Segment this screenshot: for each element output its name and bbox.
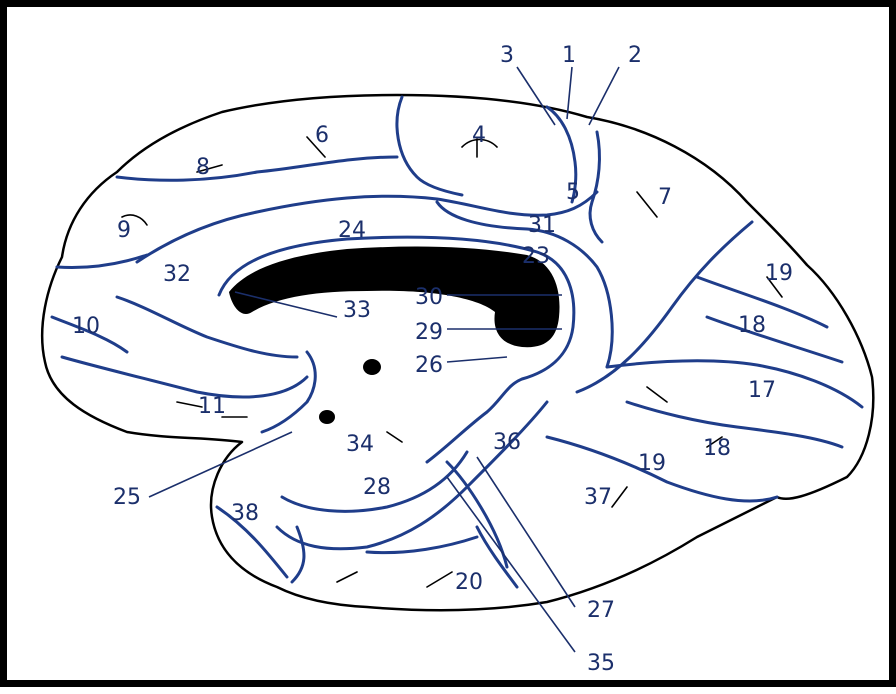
area-label-8: 8 xyxy=(196,155,210,180)
area-label-10: 10 xyxy=(72,314,100,339)
lingual-sulcus xyxy=(627,402,842,447)
calcarine-sulcus xyxy=(607,361,862,407)
parieto-occipital-sulcus xyxy=(577,222,752,392)
area-label-29: 29 xyxy=(415,320,443,345)
area-label-37: 37 xyxy=(584,485,612,510)
superior-frontal-boundary xyxy=(117,157,397,180)
area-label-17: 17 xyxy=(748,378,776,403)
area-label-30: 30 xyxy=(415,285,443,310)
brain-outline xyxy=(42,95,873,610)
area-label-5: 5 xyxy=(566,180,580,205)
area-label-9: 9 xyxy=(117,218,131,243)
area-label-34: 34 xyxy=(346,432,374,457)
area-label-28: 28 xyxy=(363,475,391,500)
subcallosal-curve xyxy=(262,352,315,432)
area-label-19-lower: 19 xyxy=(638,451,666,476)
area-label-6: 6 xyxy=(315,123,329,148)
area-label-4: 4 xyxy=(472,123,486,148)
optic-chiasm-dot xyxy=(319,410,335,424)
marginal-ramus xyxy=(590,132,602,242)
area-label-33: 33 xyxy=(343,298,371,323)
area-label-2: 2 xyxy=(628,43,642,68)
area-label-11: 11 xyxy=(198,394,226,419)
area-label-31: 31 xyxy=(528,213,556,238)
area-label-18-upper: 18 xyxy=(738,313,766,338)
area-label-7: 7 xyxy=(658,185,672,210)
rostral-sulcus xyxy=(117,297,297,357)
area-label-25: 25 xyxy=(113,485,141,510)
area-label-24: 24 xyxy=(338,218,366,243)
cuneus-sulcus xyxy=(697,277,842,362)
area-label-20: 20 xyxy=(455,570,483,595)
area-label-3: 3 xyxy=(500,43,514,68)
corpus-callosum xyxy=(229,247,560,348)
area-label-19-upper: 19 xyxy=(765,261,793,286)
anterior-commissure-dot xyxy=(363,359,381,375)
area-label-23: 23 xyxy=(522,244,550,269)
leader-lines xyxy=(149,67,619,652)
collateral-sulcus xyxy=(277,402,547,549)
area-label-35: 35 xyxy=(587,651,615,676)
area-label-27: 27 xyxy=(587,598,615,623)
area-label-36: 36 xyxy=(493,430,521,455)
brain-medial-surface-diagram: 1 2 3 4 5 6 7 8 9 10 11 17 18 18 19 19 2… xyxy=(7,7,896,694)
area-label-1: 1 xyxy=(562,43,576,68)
area-label-26: 26 xyxy=(415,353,443,378)
paracentral-sulcus xyxy=(397,97,462,195)
area-label-18-lower: 18 xyxy=(703,436,731,461)
area-label-32: 32 xyxy=(163,262,191,287)
area-label-38: 38 xyxy=(231,501,259,526)
